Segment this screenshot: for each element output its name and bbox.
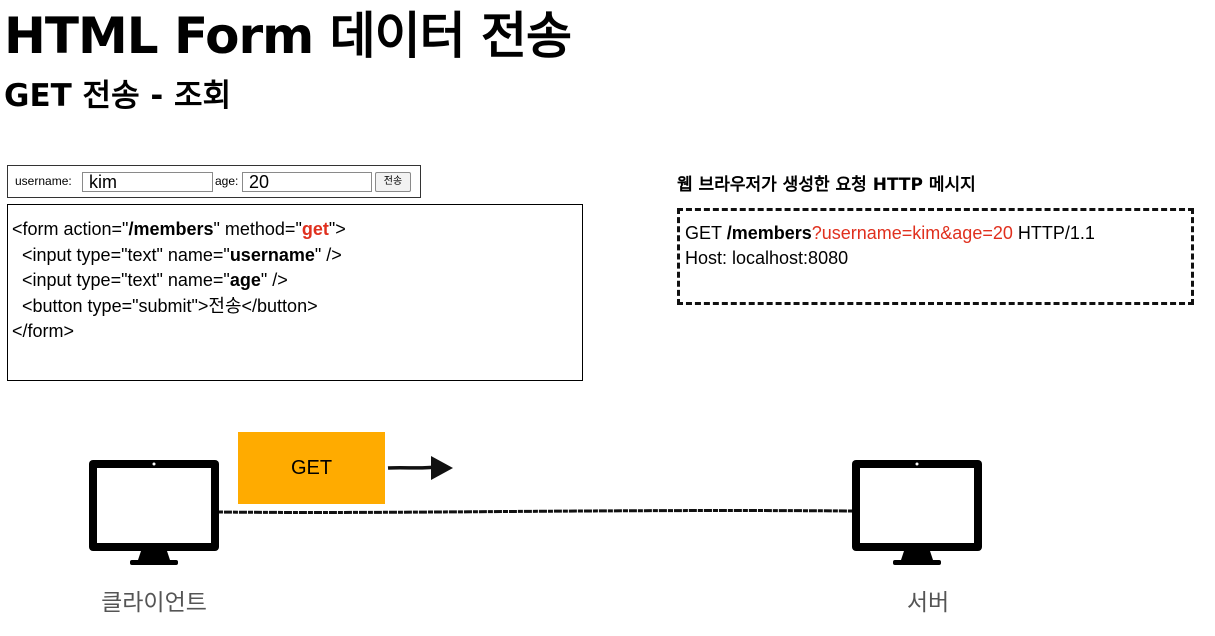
age-field[interactable]: 20 — [242, 172, 372, 192]
server-label: 서버 — [906, 590, 950, 616]
client-label: 클라이언트 — [101, 590, 207, 616]
arrow-right-icon — [387, 456, 453, 480]
host-header-line: Host: localhost:8080 — [685, 248, 849, 268]
query-string: ?username=kim&age=20 — [811, 223, 1013, 243]
code-line: <button type="submit">전송</button> — [12, 295, 318, 316]
get-method-box: GET — [238, 432, 385, 504]
username-label: username: — [15, 174, 72, 188]
monitor-icon — [852, 460, 982, 565]
connection-line — [217, 509, 854, 514]
http-message-title: 웹 브라우저가 생성한 요청 HTTP 메시지 — [677, 175, 976, 195]
code-line: <input type="text" name="age" /> — [12, 270, 288, 290]
form-demo: username: kim age: 20 전송 — [7, 165, 421, 198]
code-line: </form> — [12, 321, 75, 341]
username-field[interactable]: kim — [82, 172, 213, 192]
page-subtitle: GET 전송 - 조회 — [4, 78, 232, 114]
code-line: <input type="text" name="username" /> — [12, 244, 342, 265]
method-value: get — [301, 219, 329, 239]
request-line: GET /members?username=kim&age=20 HTTP/1.… — [685, 223, 1095, 243]
monitor-icon — [89, 460, 219, 565]
submit-button[interactable]: 전송 — [375, 172, 411, 192]
age-label: age: — [215, 174, 239, 188]
html-code-box: <form action="/members" method="get"> <i… — [7, 204, 583, 381]
http-message-box: GET /members?username=kim&age=20 HTTP/1.… — [677, 208, 1194, 305]
code-line: <form action="/members" method="get"> — [12, 219, 346, 239]
page-title: HTML Form 데이터 전송 — [4, 7, 572, 65]
